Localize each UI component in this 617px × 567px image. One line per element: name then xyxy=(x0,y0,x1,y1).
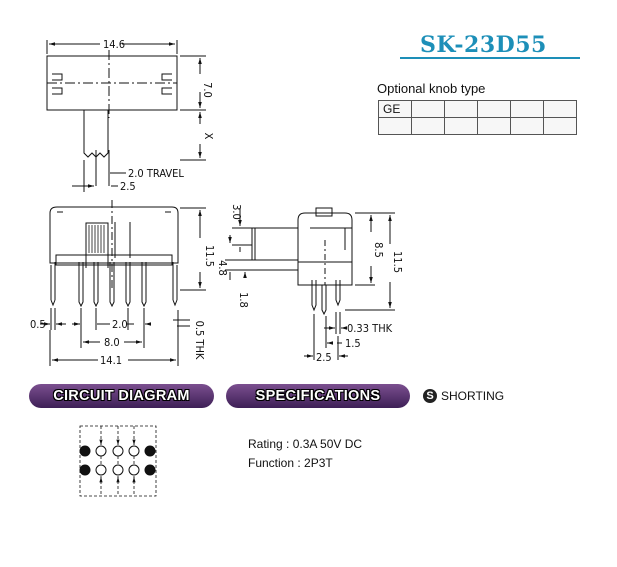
spec-function: Function : 2P3T xyxy=(248,456,333,470)
dim-x: X xyxy=(202,133,215,140)
specifications-title: SPECIFICATIONS xyxy=(255,388,381,404)
dim-side-h2: 11.5 xyxy=(391,251,404,273)
dim-pin-pitch: 2.0 xyxy=(112,318,128,331)
knob-cell xyxy=(411,117,445,135)
title-underline xyxy=(400,57,580,59)
dim-side-top: 3.0 xyxy=(230,204,243,220)
dim-side-mid: 4.8 xyxy=(216,260,229,276)
dim-front-height: 11.5 xyxy=(203,245,216,267)
dim-side-pitch: 2.5 xyxy=(316,351,332,364)
knob-type-table: GE xyxy=(378,100,577,135)
dim-top-width: 14.6 xyxy=(103,38,125,51)
circuit-diagram-title: CIRCUIT DIAGRAM xyxy=(53,388,190,404)
dim-overall: 14.1 xyxy=(100,354,122,367)
dim-travel: 2.0 TRAVEL xyxy=(128,167,184,180)
shorting-label: SHORTING xyxy=(441,389,505,403)
dim-side-low: 1.8 xyxy=(237,292,250,308)
knob-cell xyxy=(543,117,577,135)
side-view xyxy=(225,207,395,360)
circuit-diagram-header: CIRCUIT DIAGRAM xyxy=(29,384,214,408)
dim-edge: 0.5 xyxy=(30,318,46,331)
dim-side-thk: 0.33 THK xyxy=(347,322,393,335)
top-view xyxy=(46,40,206,192)
knob-cell xyxy=(477,117,511,135)
dim-offset: 2.5 xyxy=(120,180,136,193)
knob-cell xyxy=(444,117,478,135)
front-view xyxy=(40,200,206,366)
shorting-icon: S xyxy=(423,389,437,403)
knob-type-label: Optional knob type xyxy=(377,81,486,96)
circuit-schematic xyxy=(79,425,157,497)
front-pins xyxy=(78,262,147,308)
model-title: SK-23D55 xyxy=(420,32,547,58)
knob-cell xyxy=(378,117,412,135)
dim-top-height: 7.0 xyxy=(201,82,214,98)
knob-cell xyxy=(510,100,544,118)
knob-cell xyxy=(510,117,544,135)
dim-side-h1: 8.5 xyxy=(372,242,385,258)
dim-pin-thk: 0.5 THK xyxy=(193,321,206,360)
dimension-labels: 14.6 7.0 X 2.0 TRAVEL 2.5 11.5 2.0 0.5 8… xyxy=(30,38,404,367)
dim-side-step: 1.5 xyxy=(345,337,361,350)
knob-type-row: GE xyxy=(378,100,577,118)
dim-inner: 8.0 xyxy=(104,336,120,349)
knob-image-row xyxy=(378,117,577,135)
knob-cell: GE xyxy=(378,100,412,118)
spec-rating: Rating : 0.3A 50V DC xyxy=(248,437,363,451)
specifications-header: SPECIFICATIONS xyxy=(226,384,410,408)
